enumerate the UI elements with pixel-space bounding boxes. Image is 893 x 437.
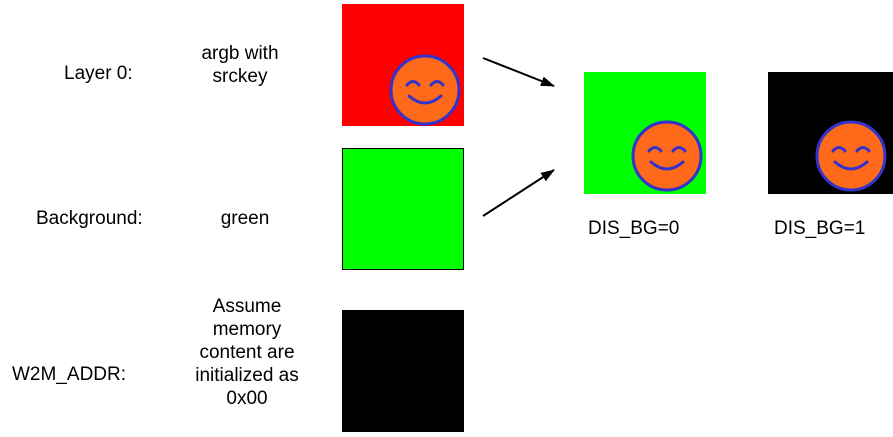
background-image — [342, 148, 464, 270]
result-dis-bg-0-image — [584, 72, 706, 194]
layer0-image — [342, 4, 464, 126]
arrow-layer0-to-result — [482, 57, 555, 87]
smiley-face-icon — [815, 120, 887, 192]
caption-dis-bg-0: DIS_BG=0 — [588, 218, 680, 239]
smiley-face-icon — [389, 54, 461, 126]
result-dis-bg-1-image — [768, 72, 893, 194]
w2m-addr-label: W2M_ADDR: — [12, 364, 127, 385]
w2m-addr-image — [342, 310, 464, 432]
background-label: Background: — [36, 208, 143, 229]
caption-dis-bg-1: DIS_BG=1 — [774, 218, 866, 239]
layer0-description: argb with srckey — [201, 43, 279, 87]
layer0-label: Layer 0: — [64, 63, 133, 84]
w2m-addr-description: Assume memory content are initialized as… — [195, 296, 299, 409]
smiley-face-icon — [631, 120, 703, 192]
background-description: green — [220, 208, 270, 229]
arrow-background-to-result — [482, 169, 555, 217]
